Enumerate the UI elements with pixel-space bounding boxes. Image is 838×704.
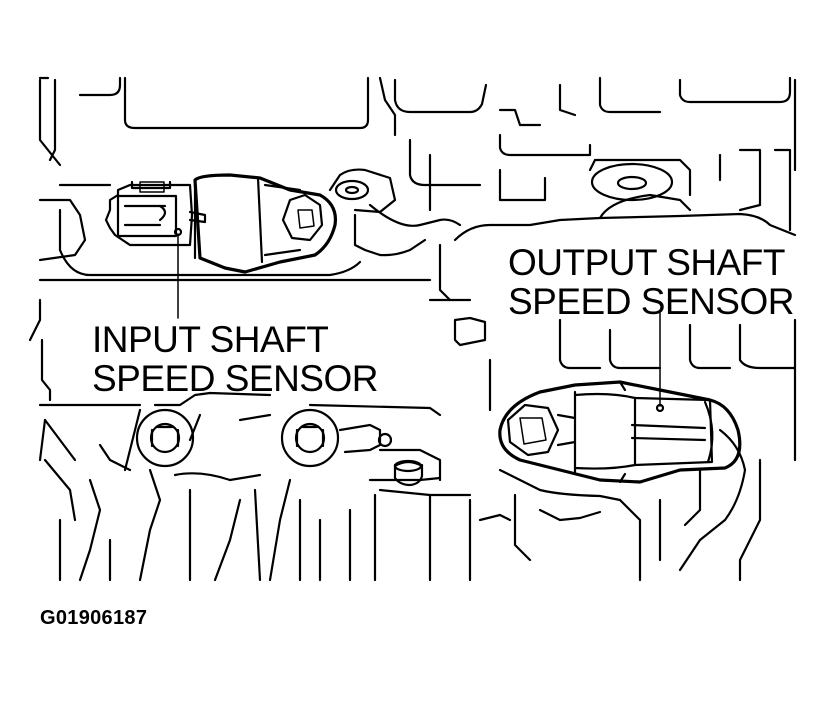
output-shaft-speed-sensor bbox=[498, 380, 742, 484]
input-shaft-speed-sensor bbox=[104, 173, 338, 274]
bolt-boss-right bbox=[280, 408, 340, 468]
bolt-boss-left bbox=[135, 408, 195, 468]
figure-id: G01906187 bbox=[40, 607, 148, 629]
housing-casting bbox=[28, 76, 797, 582]
input-label-line2: SPEED SENSOR bbox=[92, 358, 378, 399]
input-label-line1: INPUT SHAFT bbox=[92, 319, 329, 360]
output-label-line1: OUTPUT SHAFT bbox=[508, 242, 785, 283]
output-shaft-speed-sensor-label: OUTPUT SHAFT SPEED SENSOR bbox=[508, 243, 794, 321]
input-shaft-speed-sensor-label: INPUT SHAFT SPEED SENSOR bbox=[92, 320, 378, 398]
output-label-line2: SPEED SENSOR bbox=[508, 281, 794, 322]
